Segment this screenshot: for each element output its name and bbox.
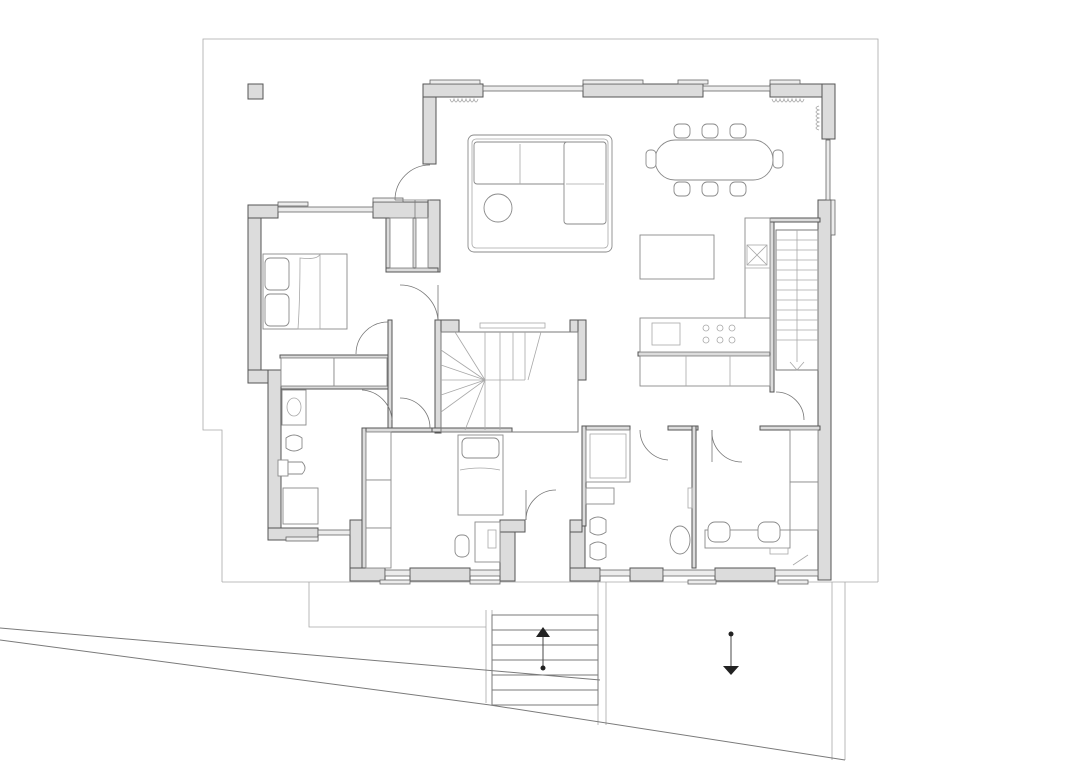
site-boundary bbox=[202, 38, 879, 760]
kitchen-tall-cabinets bbox=[744, 217, 771, 319]
interior-walls bbox=[279, 217, 821, 569]
office-desk bbox=[704, 429, 819, 566]
bathroom-left-fixtures bbox=[277, 389, 319, 525]
doors bbox=[355, 164, 805, 521]
terrain-lines bbox=[0, 627, 846, 761]
exterior-stairs bbox=[491, 614, 599, 706]
site-post bbox=[247, 83, 264, 100]
double-bed bbox=[262, 253, 348, 330]
kitchen-island bbox=[639, 234, 715, 280]
stair-up-arrow-marker bbox=[536, 627, 550, 637]
kitchen-counter bbox=[639, 317, 771, 387]
study-desk bbox=[454, 521, 501, 563]
windows bbox=[277, 79, 836, 585]
staircase-right bbox=[775, 229, 819, 371]
shower-room-fixtures bbox=[585, 429, 693, 561]
sofa bbox=[473, 141, 607, 225]
wardrobe bbox=[280, 217, 429, 387]
radiators bbox=[449, 97, 821, 131]
dining-table bbox=[645, 123, 784, 197]
wardrobe-study bbox=[365, 431, 392, 569]
coffee-table bbox=[483, 193, 513, 223]
single-bed bbox=[457, 434, 504, 516]
stair-down-arrow-marker bbox=[723, 631, 739, 675]
staircase-central bbox=[440, 322, 579, 433]
